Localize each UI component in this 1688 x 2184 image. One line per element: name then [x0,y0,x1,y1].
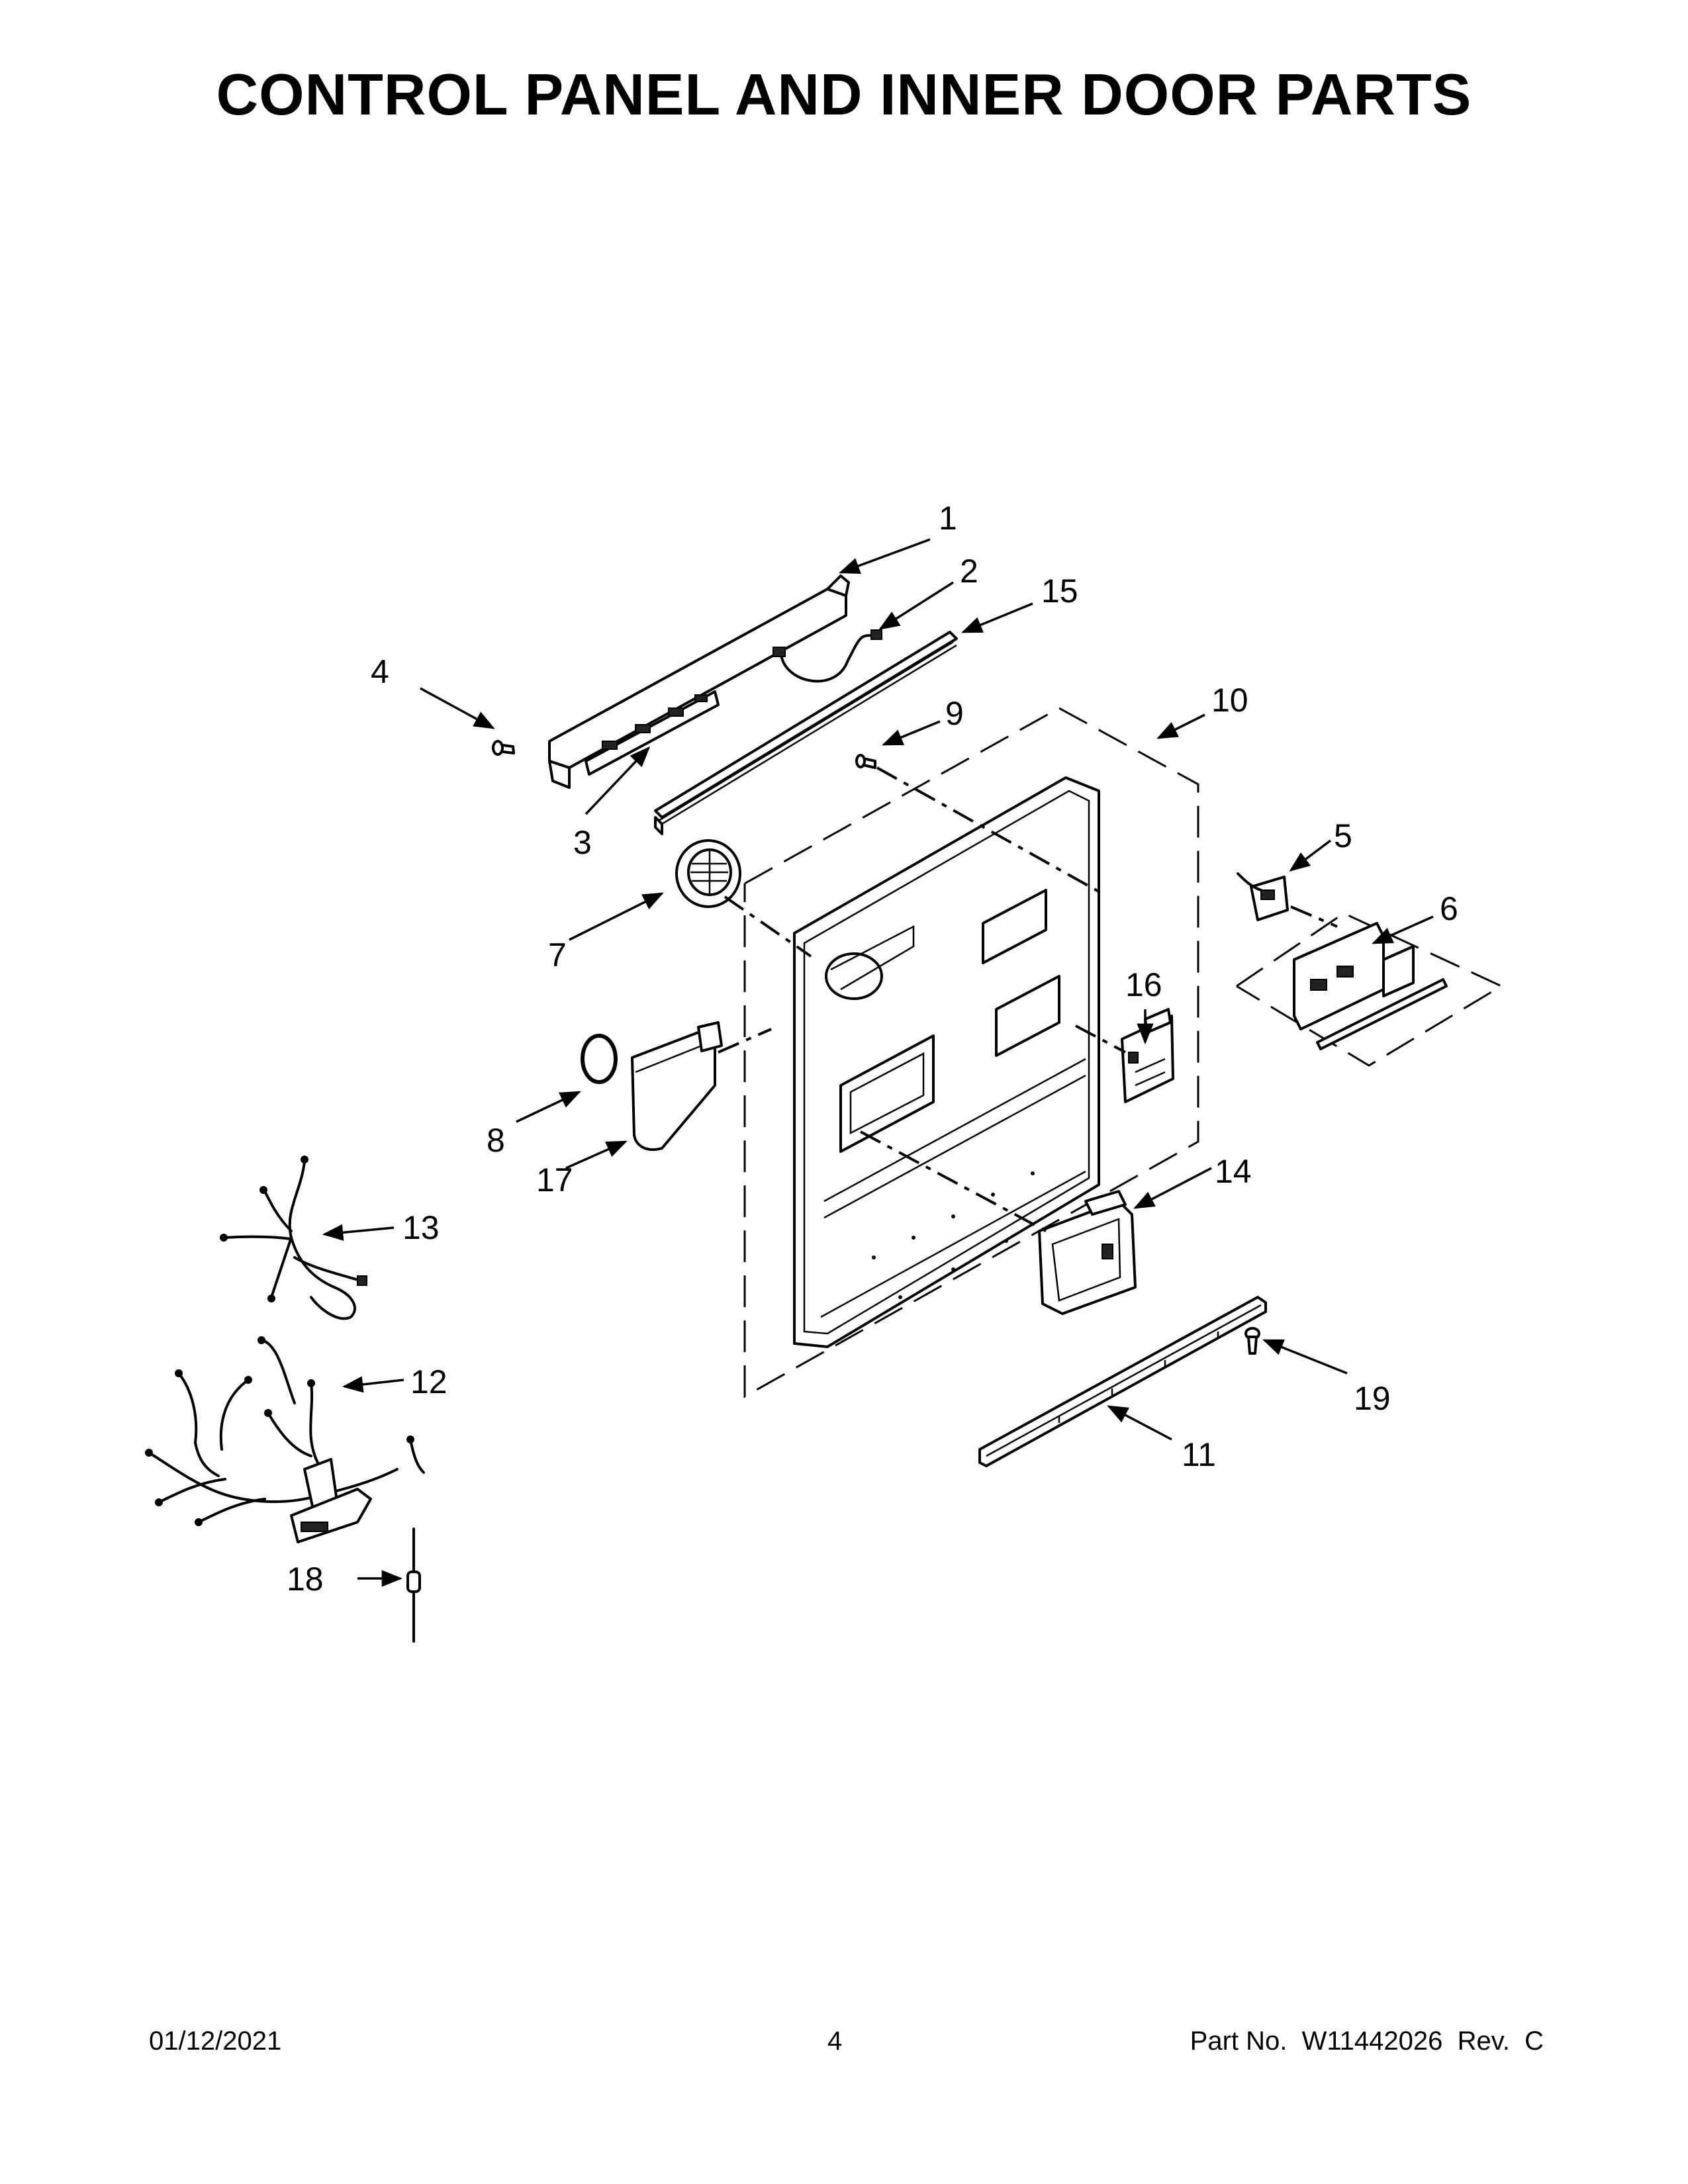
door-latch [1121,1008,1174,1103]
screw-9 [855,754,876,769]
user-interface-board [585,690,720,776]
ui-wire-harness [773,629,882,683]
callout-10: 10 [1211,682,1248,719]
callout-15: 15 [1041,572,1078,610]
footer-date: 01/12/2021 [149,2026,282,2056]
gasket-ring [581,1034,618,1084]
callout-1: 1 [939,500,957,537]
callout-3: 3 [573,824,592,861]
callout-18: 18 [287,1561,324,1598]
screw-19 [1244,1327,1260,1355]
control-board [1236,912,1504,1067]
callout-8: 8 [487,1122,505,1159]
screw-4 [492,740,515,756]
inner-door-boundary [743,707,1199,1398]
vent-cover [675,839,741,908]
footer-page-number: 4 [827,2026,843,2056]
callout-19: 19 [1354,1380,1391,1417]
door-seal-strip [654,631,958,835]
callout-labels: 1 2 3 4 5 6 7 8 9 10 11 12 13 14 15 16 1… [287,500,1458,1598]
callout-16: 16 [1125,966,1162,1003]
vent-assembly [631,1021,723,1151]
door-switch [1237,872,1289,921]
footer-part-number: Part No. W11442026 Rev. C [1190,2026,1544,2056]
page-title: CONTROL PANEL AND INNER DOOR PARTS [216,62,1472,127]
callout-2: 2 [960,553,978,590]
callout-5: 5 [1334,817,1352,854]
main-wire-harness [145,1336,425,1543]
callout-11: 11 [1182,1436,1216,1473]
callout-7: 7 [548,936,567,974]
bottom-vent-strip [978,1296,1267,1467]
thermal-fuse [406,1527,421,1643]
callout-17: 17 [536,1161,573,1199]
callout-leaders [322,538,1434,1587]
callout-6: 6 [1440,890,1458,927]
inner-door-panel [793,776,1100,1348]
callout-4: 4 [371,653,389,690]
callout-14: 14 [1215,1153,1252,1190]
callout-12: 12 [410,1363,447,1400]
wire-harness-13 [220,1156,367,1320]
assembly-lines [718,766,1338,1232]
callout-9: 9 [945,695,964,732]
detergent-dispenser [1038,1190,1137,1315]
callout-13: 13 [402,1209,440,1246]
